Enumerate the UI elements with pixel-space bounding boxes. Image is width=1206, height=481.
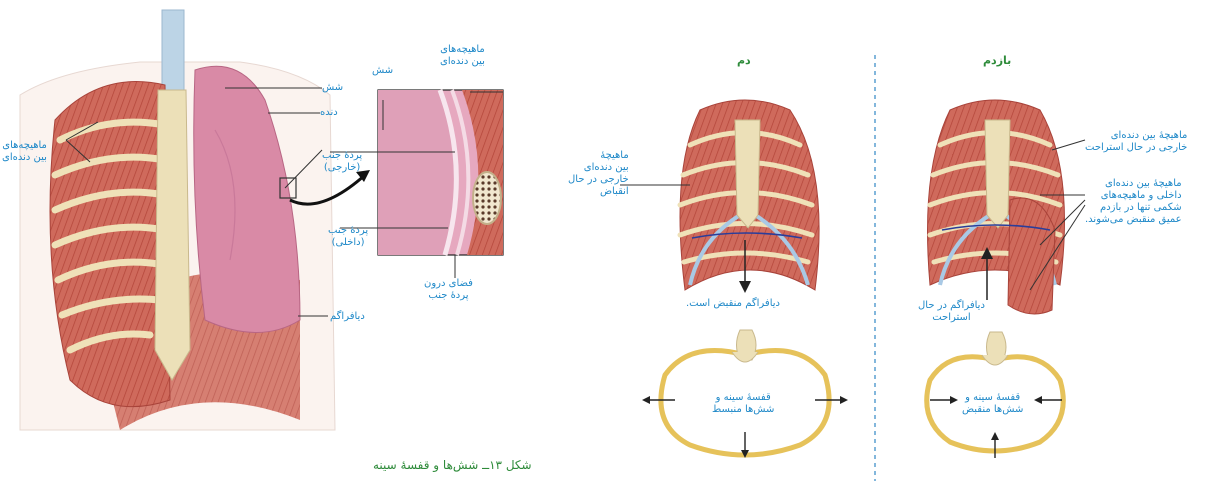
sternum — [155, 90, 190, 380]
pleural-space-label: فضای درون پردهٔ جنب — [424, 278, 473, 302]
figure-caption: شکل ۱۳ــ شش‌ها و قفسهٔ سینه — [373, 458, 532, 472]
exhale-diaphragm-label: دیافراگم در حال استراحت — [918, 300, 985, 324]
pleura-outer-label: پردهٔ جنب (خارجی) — [322, 150, 362, 174]
inset-lung-label: شش — [372, 65, 393, 77]
exhale-title: بازدم — [983, 54, 1011, 67]
exhale-chest-label: قفسهٔ سینه و شش‌ها منقبض — [962, 392, 1023, 416]
inhale-chest-label: قفسهٔ سینه و شش‌ها منبسط — [712, 392, 774, 416]
inset-intercostal-label: ماهیچه‌های بین دنده‌ای — [440, 44, 485, 68]
lung-label: شش — [322, 82, 343, 94]
left-ribcage — [50, 82, 170, 407]
left-anatomy — [20, 10, 370, 430]
diaphragm-label: دیافراگم — [330, 311, 365, 323]
pleura-inner-label: پردهٔ جنب (داخلی) — [328, 225, 368, 249]
rib-label: دنده — [320, 107, 338, 119]
inhale-muscle-label: ماهیچهٔ بین دنده‌ای خارجی در حال انقباض — [568, 150, 629, 198]
rib-section — [473, 172, 501, 224]
exhale-sternum — [985, 120, 1010, 228]
intercostal-label-left: ماهیچه‌های بین دنده‌ای — [2, 140, 47, 164]
inhale-title: دم — [737, 54, 751, 67]
exhale-external-label: ماهیچهٔ بین دنده‌ای خارجی در حال استراحت — [1085, 130, 1187, 154]
trachea — [162, 10, 184, 90]
inhale-sternum — [735, 120, 760, 228]
exhale-internal-label: ماهیچهٔ بین دنده‌ای داخلی و ماهیچه‌های ش… — [1085, 178, 1182, 226]
abdominal-muscles — [1008, 198, 1055, 314]
inhale-diaphragm-label: دیافراگم منقبض است. — [686, 298, 780, 310]
